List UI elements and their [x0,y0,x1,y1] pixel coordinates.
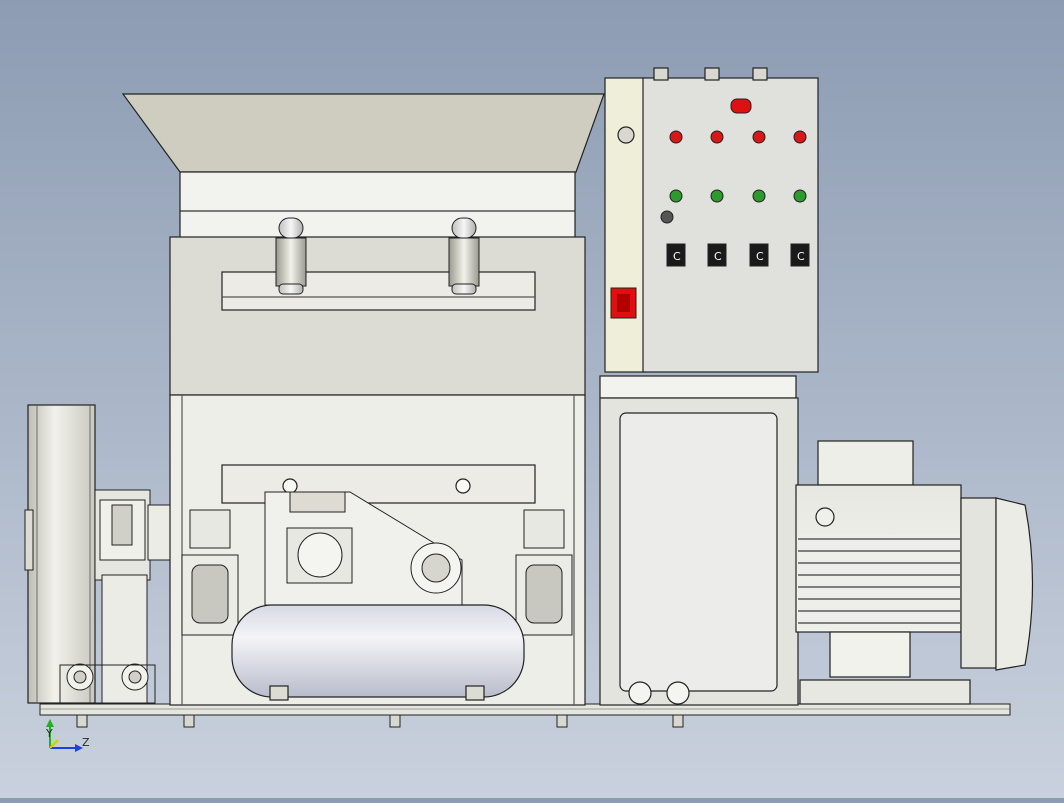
selector-knob [660,210,674,224]
axis-label-z: Z [82,736,90,749]
coordinate-triad [46,719,83,752]
indicator-light-green [669,189,683,203]
switch-glyph: C [673,250,681,263]
emergency-stop-button [730,98,752,114]
switch-button [790,243,810,267]
switch-glyph: C [756,250,764,263]
base-plate [39,703,1011,728]
indicator-light-red [710,130,724,144]
indicator-light-red [669,130,683,144]
indicator-light-green [710,189,724,203]
indicator-light-red [793,130,807,144]
pulley-wheel [24,404,96,704]
tension-spring [448,217,480,295]
axis-label-y: Y [45,727,53,740]
switch-glyph: C [714,250,722,263]
indicator-light-green [793,189,807,203]
air-tank [231,604,525,701]
control-panel [604,67,819,373]
hydraulic-cylinder [515,509,573,636]
switch-button [707,243,727,267]
switch-button [666,243,686,267]
hydraulic-cylinder [181,509,239,636]
hopper [121,93,605,241]
main-switch [610,287,637,319]
gearbox-housing [599,375,799,706]
indicator-light-green [752,189,766,203]
switch-button [749,243,769,267]
electric-motor [795,440,1034,705]
tension-spring [275,217,307,295]
indicator-light-red [752,130,766,144]
switch-glyph: C [797,250,805,263]
